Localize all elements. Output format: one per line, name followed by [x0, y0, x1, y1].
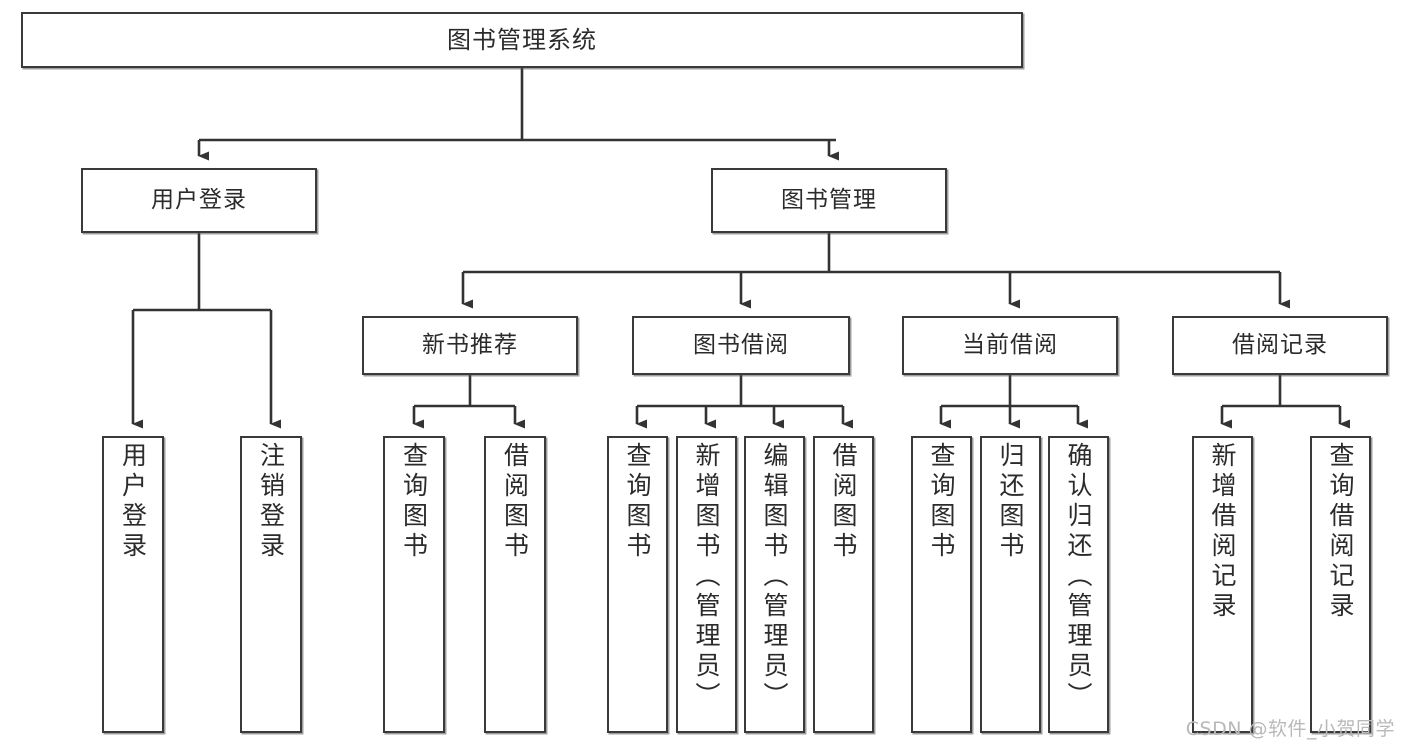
leaf-borrow-book-label: 借阅图书: [829, 442, 858, 562]
leaf-query-book-borrow-label: 查询图书: [623, 442, 652, 562]
leaf-query-book-borrow[interactable]: 查询图书: [607, 436, 668, 733]
leaf-borrow-book-new[interactable]: 借阅图书: [484, 436, 546, 733]
leaf-add-book-admin-label: 新增图书（管理员）: [692, 442, 721, 712]
leaf-edit-book-admin-label: 编辑图书（管理员）: [760, 442, 789, 712]
leaf-query-borrow-record-label: 查询借阅记录: [1326, 442, 1355, 622]
leaf-query-book-current-label: 查询图书: [927, 442, 956, 562]
node-borrow-records-label: 借阅记录: [1232, 331, 1328, 358]
leaf-add-book-admin[interactable]: 新增图书（管理员）: [676, 436, 737, 733]
leaf-return-book[interactable]: 归还图书: [980, 436, 1041, 733]
leaf-confirm-return-admin[interactable]: 确认归还（管理员）: [1048, 436, 1109, 733]
csdn-watermark: CSDN @软件_小贺同学: [1185, 718, 1395, 740]
leaf-borrow-book-new-label: 借阅图书: [500, 442, 530, 562]
node-user-login[interactable]: 用户登录: [81, 168, 317, 233]
leaf-edit-book-admin[interactable]: 编辑图书（管理员）: [744, 436, 805, 733]
leaf-return-book-label: 归还图书: [996, 442, 1025, 562]
node-current-borrow-label: 当前借阅: [962, 331, 1058, 358]
node-book-borrow[interactable]: 图书借阅: [632, 316, 850, 375]
node-root-system[interactable]: 图书管理系统: [21, 12, 1023, 68]
node-root-label: 图书管理系统: [447, 25, 597, 54]
leaf-borrow-book[interactable]: 借阅图书: [813, 436, 874, 733]
leaf-user-login-label: 用户登录: [118, 442, 148, 562]
leaf-add-borrow-record[interactable]: 新增借阅记录: [1192, 436, 1253, 733]
leaf-user-login[interactable]: 用户登录: [102, 436, 164, 733]
leaf-add-borrow-record-label: 新增借阅记录: [1208, 442, 1237, 622]
node-current-borrow[interactable]: 当前借阅: [902, 316, 1118, 375]
leaf-logout-label: 注销登录: [256, 442, 286, 562]
node-new-book-recommend[interactable]: 新书推荐: [362, 316, 578, 375]
leaf-confirm-return-admin-label: 确认归还（管理员）: [1064, 442, 1093, 712]
node-user-login-label: 用户登录: [151, 186, 247, 213]
node-book-management-label: 图书管理: [781, 186, 877, 213]
leaf-query-borrow-record[interactable]: 查询借阅记录: [1310, 436, 1371, 733]
leaf-query-book-current[interactable]: 查询图书: [911, 436, 972, 733]
leaf-query-book-new[interactable]: 查询图书: [383, 436, 445, 733]
node-new-book-recommend-label: 新书推荐: [422, 331, 518, 358]
node-book-borrow-label: 图书借阅: [693, 331, 789, 358]
leaf-query-book-new-label: 查询图书: [399, 442, 429, 562]
node-borrow-records[interactable]: 借阅记录: [1172, 316, 1388, 375]
node-book-management[interactable]: 图书管理: [711, 168, 947, 233]
leaf-logout[interactable]: 注销登录: [240, 436, 302, 733]
